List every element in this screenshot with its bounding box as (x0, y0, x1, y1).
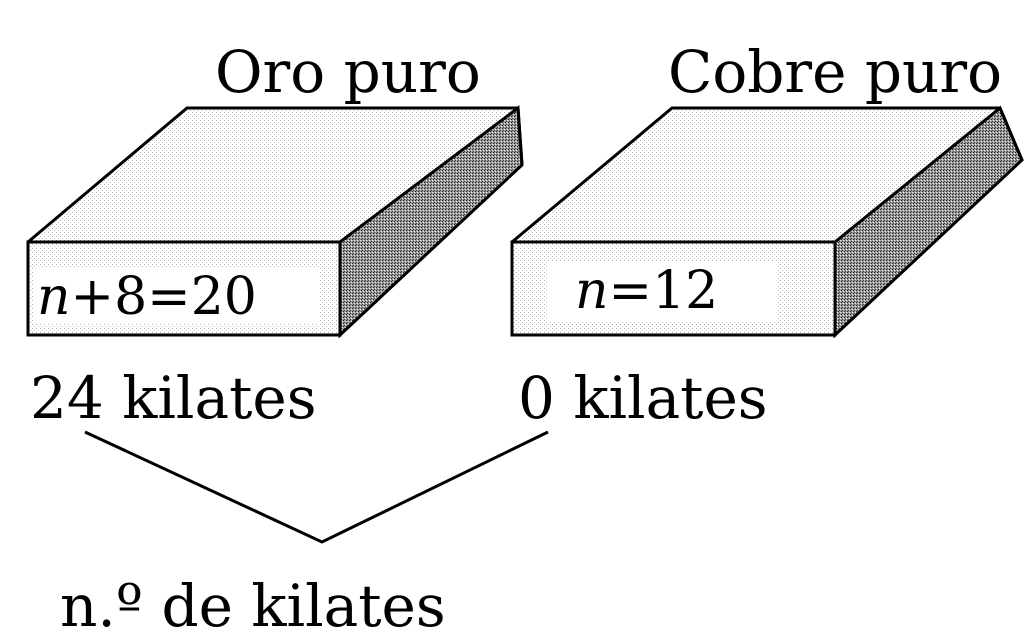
bottom-label: n.º de kilates (60, 572, 446, 640)
brace-lines (85, 432, 548, 542)
gold-block-caption: 24 kilates (30, 364, 316, 432)
copper-block: n=12 Cobre puro 0 kilates (512, 38, 1022, 432)
copper-block-title: Cobre puro (668, 38, 1002, 106)
copper-block-expression: n=12 (575, 261, 718, 321)
gold-block-title: Oro puro (215, 38, 481, 106)
gold-block: n+8=20 Oro puro 24 kilates (28, 38, 522, 432)
gold-block-expression: n+8=20 (37, 267, 257, 327)
copper-block-caption: 0 kilates (518, 364, 768, 432)
